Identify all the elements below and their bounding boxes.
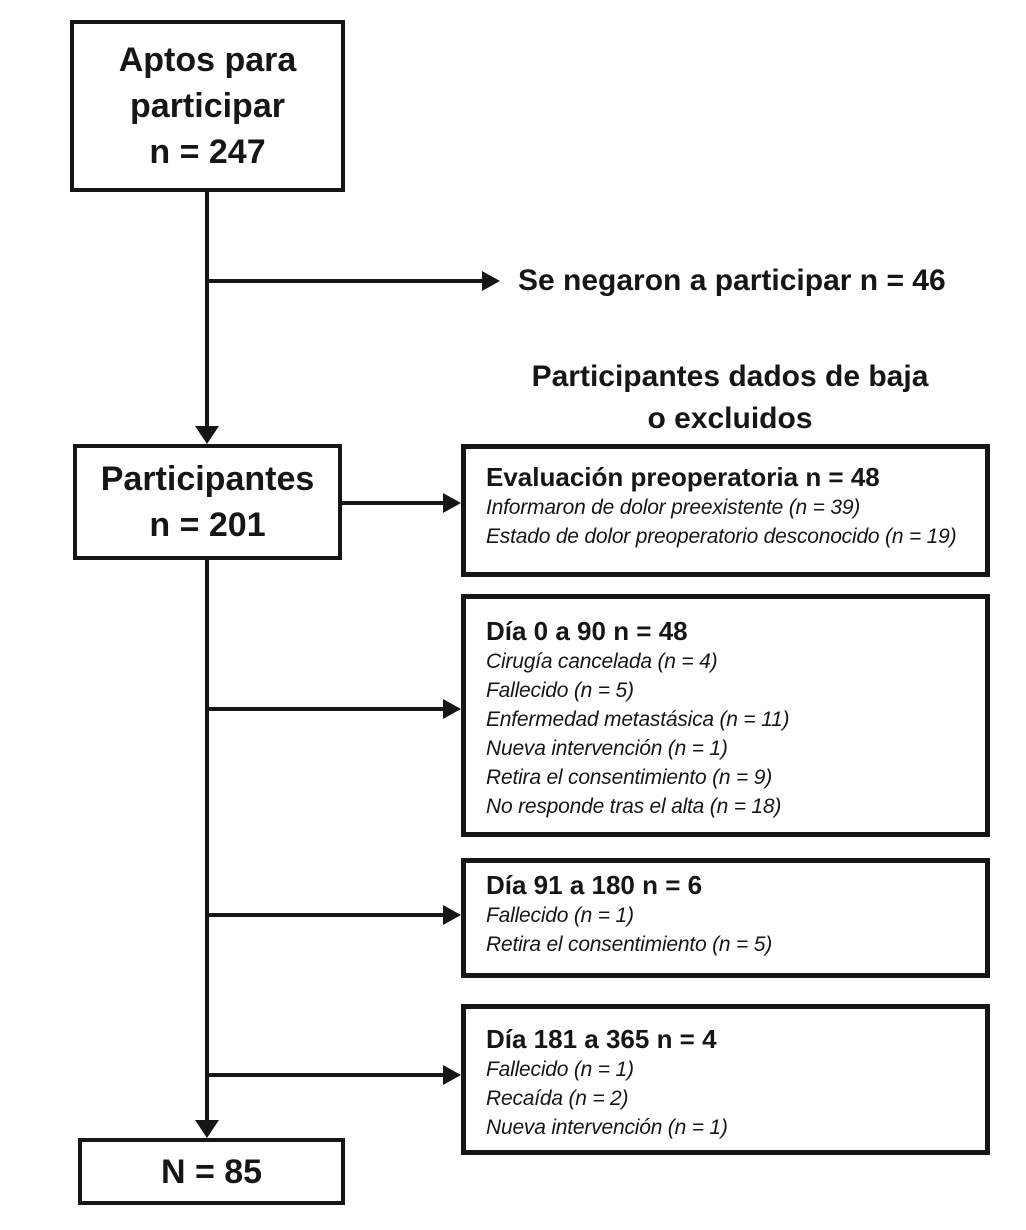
arrowhead-down-icon [195,426,219,444]
exclusions-heading-line: Participantes dados de baja [531,360,929,393]
arrowhead-right-icon [443,905,461,925]
connector-branch-day0-90 [205,707,443,711]
participants-box: Participantes n = 201 [73,444,342,560]
connector-eligible-to-participants [205,190,209,428]
connector-branch-day91-180 [205,913,443,917]
connector-participants-to-final [205,556,209,1120]
exclusions-heading: Participantes dados de baja o excluidos [480,356,980,440]
connector-refused-branch [205,279,482,283]
exclusion-box-day181-365: Día 181 a 365 n = 4 Fallecido (n = 1) Re… [461,1004,990,1155]
arrowhead-right-icon [443,493,461,513]
exclusion-item: Recaída (n = 2) [486,1087,629,1110]
eligible-box-line: participar [130,87,285,125]
exclusion-item: Cirugía cancelada (n = 4) [486,650,718,673]
exclusion-item: Retira el consentimiento (n = 9) [486,766,772,789]
exclusion-box-title: Día 181 a 365 n = 4 [486,1024,717,1054]
arrowhead-down-icon [195,1120,219,1138]
exclusion-item: Fallecido (n = 1) [486,1058,634,1081]
exclusion-box-title: Día 91 a 180 n = 6 [486,870,703,900]
exclusion-item: Estado de dolor preoperatorio desconocid… [486,525,957,548]
refused-label: Se negaron a participar n = 46 [518,264,946,297]
exclusion-box-day0-90: Día 0 a 90 n = 48 Cirugía cancelada (n =… [461,594,990,837]
exclusion-item: Fallecido (n = 1) [486,904,634,927]
exclusion-item: Nueva intervención (n = 1) [486,1116,728,1139]
participants-box-count: n = 201 [149,506,266,544]
exclusion-item: No responde tras el alta (n = 18) [486,795,782,818]
exclusion-item: Informaron de dolor preexistente (n = 39… [486,496,861,519]
eligible-box-line: Aptos para [118,41,297,79]
arrowhead-right-icon [443,699,461,719]
eligible-box-count: n = 247 [149,133,266,171]
exclusion-item: Retira el consentimiento (n = 5) [486,933,772,956]
exclusion-box-preoperative: Evaluación preoperatoria n = 48 Informar… [461,444,990,577]
exclusion-item: Nueva intervención (n = 1) [486,737,728,760]
arrowhead-right-icon [443,1065,461,1085]
connector-branch-day181-365 [205,1073,443,1077]
final-box: N = 85 [78,1138,345,1205]
participants-box-line: Participantes [100,460,315,498]
connector-participants-to-preop [338,501,443,505]
exclusion-box-title: Día 0 a 90 n = 48 [486,616,688,646]
final-box-count: N = 85 [160,1152,263,1191]
arrowhead-right-icon [482,271,500,291]
eligible-box: Aptos para participar n = 247 [70,20,345,192]
exclusions-heading-line: o excluidos [647,402,813,435]
exclusion-item: Fallecido (n = 5) [486,679,634,702]
exclusion-box-title: Evaluación preoperatoria n = 48 [486,462,880,492]
exclusion-item: Enfermedad metastásica (n = 11) [486,708,790,731]
exclusion-box-day91-180: Día 91 a 180 n = 6 Fallecido (n = 1) Ret… [461,858,990,978]
